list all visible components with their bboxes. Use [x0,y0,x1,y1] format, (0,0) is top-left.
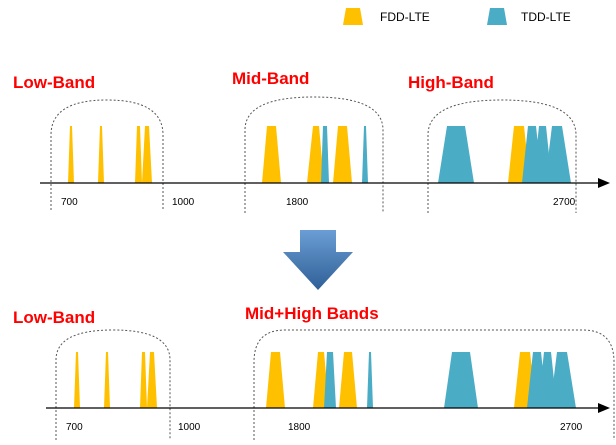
bottom-tdd-band [550,352,576,408]
bottom-tick-700: 700 [66,422,83,433]
top-tdd-band [321,126,329,183]
bottom-fdd-band [104,352,110,408]
top-high-band-group [427,99,577,213]
legend: FDD-LTE TDD-LTE [343,8,571,25]
bottom-tick-1800: 1800 [288,422,311,433]
bottom-tick-2700: 2700 [560,422,583,433]
top-low-band-group [50,99,164,210]
bottom-tdd-band [324,352,336,408]
down-arrow [283,230,353,290]
top-fdd-band [68,126,74,183]
bottom-fdd-band [266,352,285,408]
top-fdd-band [98,126,104,183]
bottom-low-band-group [55,329,171,440]
top-fdd-band [262,126,281,183]
legend-fdd-label: FDD-LTE [380,10,430,24]
bottom-tdd-band [444,352,478,408]
top-fdd-band [333,126,352,183]
top-tdd-band [545,126,571,183]
top-tick-1800: 1800 [286,197,309,208]
bottom-diagram: Low-Band Mid+High Bands 700 1000 1800 27… [13,304,615,440]
bottom-fdd-band [339,352,357,408]
bottom-mid-high-bands-title: Mid+High Bands [245,304,379,323]
bottom-tick-1000: 1000 [178,422,201,433]
top-tdd-band [438,126,474,183]
bottom-fdd-band [74,352,80,408]
bottom-axis-arrowhead [598,403,610,413]
top-low-band-title: Low-Band [13,73,95,92]
legend-tdd-swatch [487,8,507,25]
top-fdd-band [135,126,142,183]
top-tick-1000: 1000 [172,197,195,208]
top-fdd-band [307,126,324,183]
top-fdd-band [142,126,152,183]
bottom-fdd-band [140,352,147,408]
top-mid-band-title: Mid-Band [232,69,309,88]
top-mid-band-group [244,96,384,213]
bottom-tdd-band [367,352,373,408]
bottom-mid-high-bands-group [253,329,615,440]
top-diagram: Low-Band Mid-Band High-Band 700 1000 180… [13,69,610,213]
legend-tdd-label: TDD-LTE [521,10,571,24]
top-tdd-band [362,126,368,183]
bottom-fdd-band [147,352,157,408]
top-high-band-title: High-Band [408,73,494,92]
bottom-low-band-title: Low-Band [13,308,95,327]
top-tick-700: 700 [61,197,78,208]
top-tick-2700: 2700 [553,197,576,208]
top-axis-arrowhead [598,178,610,188]
legend-fdd-swatch [343,8,363,25]
